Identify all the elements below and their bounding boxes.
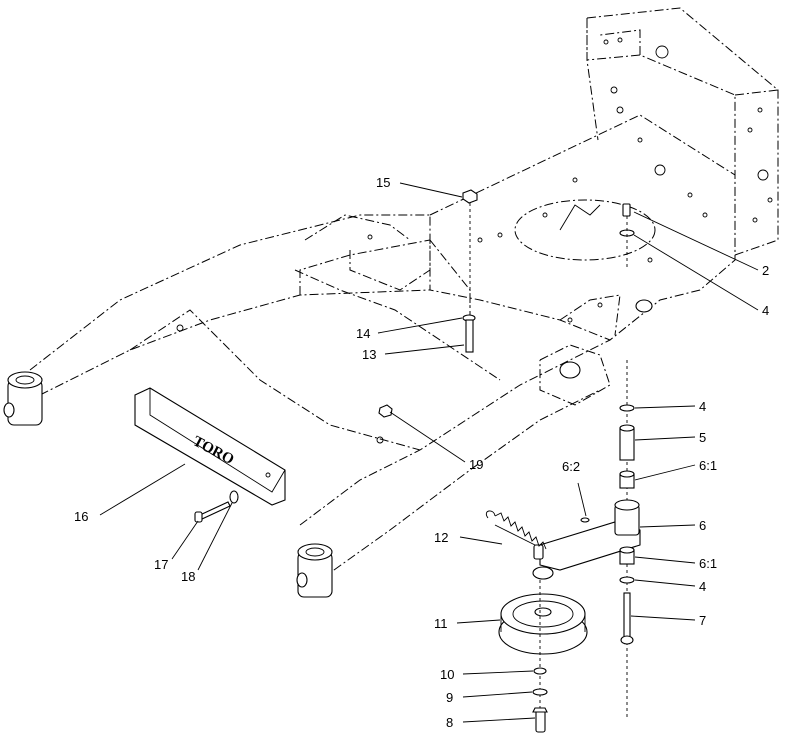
callout-9: 9 — [446, 690, 453, 705]
brand-plate: TORO — [134, 387, 286, 506]
callout-6-1-lower: 6:1 — [699, 556, 717, 571]
rear-frame-upright — [586, 7, 779, 256]
caster-tube-right — [296, 543, 333, 598]
plate-nut — [378, 404, 393, 418]
callout-12: 12 — [434, 530, 448, 545]
caster-tube-left — [3, 371, 43, 426]
callout-6-1-upper: 6:1 — [699, 458, 717, 473]
top-nut — [462, 189, 478, 204]
callout-13: 13 — [362, 347, 376, 362]
callout-16: 16 — [74, 509, 88, 524]
top-bolt — [622, 203, 631, 217]
callout-19: 19 — [469, 457, 483, 472]
idler-spring — [485, 510, 547, 550]
callout-4-top: 4 — [762, 303, 769, 318]
pivot-bolt — [462, 314, 476, 353]
callout-15: 15 — [376, 175, 390, 190]
callout-4-bottom: 4 — [699, 579, 706, 594]
callout-6-2: 6:2 — [562, 459, 580, 474]
pulley-bolt — [532, 707, 548, 733]
callout-7: 7 — [699, 613, 706, 628]
callout-10: 10 — [440, 667, 454, 682]
callout-leaders — [99, 182, 759, 723]
callout-11: 11 — [434, 616, 448, 631]
callout-5: 5 — [699, 430, 706, 445]
plate-bolt — [194, 501, 231, 523]
pulley-spacer — [533, 667, 547, 675]
idler-pulley — [498, 593, 588, 655]
callout-17: 17 — [154, 557, 168, 572]
callout-labels: 15 2 4 14 13 4 5 19 6:2 6:1 16 6 12 6:1 … — [74, 175, 769, 730]
idler-stack — [532, 360, 641, 720]
callout-6: 6 — [699, 518, 706, 533]
pulley-washer — [532, 688, 548, 696]
main-frame-deck — [429, 114, 736, 341]
side-frame-rails — [29, 214, 653, 581]
callout-8: 8 — [446, 715, 453, 730]
callout-2: 2 — [762, 263, 769, 278]
callout-4-mid: 4 — [699, 399, 706, 414]
plate-washer — [229, 490, 239, 504]
callout-14: 14 — [356, 326, 370, 341]
callout-18: 18 — [181, 569, 195, 584]
